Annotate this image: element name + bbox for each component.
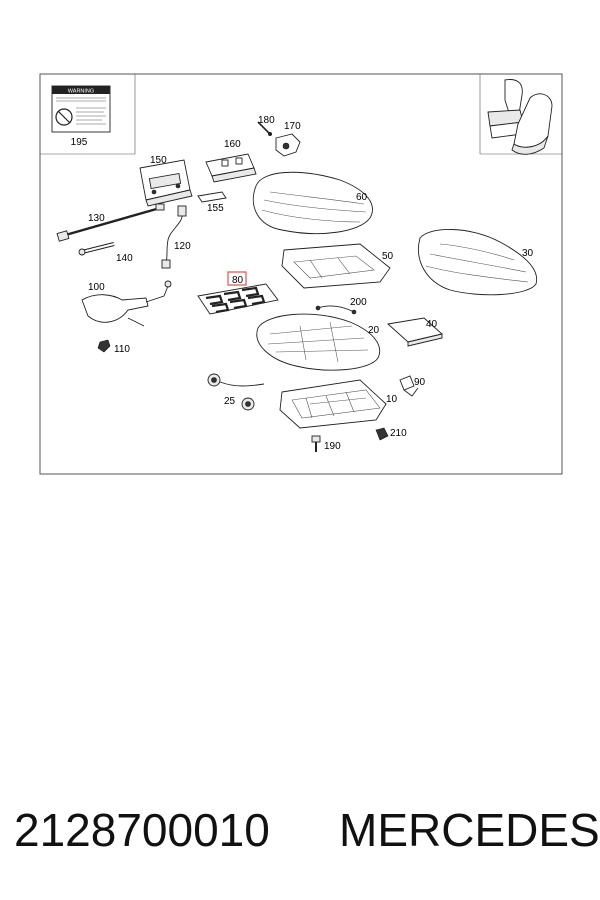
callout-120: 120 — [174, 241, 191, 252]
callout-60: 60 — [356, 192, 368, 203]
callout-100: 100 — [88, 282, 105, 293]
callout-195: 195 — [71, 137, 88, 148]
part-155-block: 155 — [197, 191, 227, 214]
part-160-plate: 160 — [205, 139, 257, 183]
warning-title: WARNING — [68, 89, 94, 95]
part-25-sensor: 25 — [207, 373, 265, 411]
callout-80: 80 — [232, 275, 244, 286]
callout-10: 10 — [386, 394, 398, 405]
part-10-seat-frame: 10 — [279, 379, 398, 429]
part-caption: 2128700010 MERCEDES — [0, 790, 600, 870]
callout-110: 110 — [114, 344, 130, 355]
callout-25: 25 — [224, 396, 236, 407]
part-90-latch: 90 — [399, 375, 426, 397]
callout-80-highlight-box — [227, 271, 247, 286]
part-50-cushion-pad: 50 — [281, 243, 394, 289]
part-40-foam-pad: 40 — [387, 317, 443, 347]
part-210-clip: 210 — [375, 427, 407, 441]
part-120-cable: 120 — [161, 205, 191, 269]
callout-200: 200 — [350, 297, 367, 308]
part-190-bolt: 190 — [311, 435, 341, 452]
part-200-wire: 200 — [315, 297, 367, 315]
callout-90: 90 — [414, 377, 426, 388]
part-20-cushion-frame: 20 — [256, 313, 380, 371]
callout-190: 190 — [324, 441, 341, 452]
part-80-heating-mat: 80 — [197, 271, 279, 315]
part-170-bracket: 170 — [275, 121, 301, 157]
callout-155: 155 — [207, 203, 224, 214]
warning-label-inset: WARNING 195 — [40, 74, 136, 155]
callout-40: 40 — [426, 319, 438, 330]
callout-30: 30 — [522, 248, 534, 259]
callout-160: 160 — [224, 139, 241, 150]
part-110-clip: 110 — [97, 339, 130, 355]
callout-170: 170 — [284, 121, 301, 132]
brand-name: MERCEDES — [339, 804, 600, 856]
part-140-pin: 140 — [78, 242, 133, 264]
callout-20: 20 — [368, 325, 380, 336]
part-180-bolt: 180 — [257, 115, 275, 136]
callout-150: 150 — [150, 155, 167, 166]
callout-180: 180 — [258, 115, 275, 126]
part-130-shaft: 130 — [56, 203, 165, 242]
part-100-handle: 100 — [81, 280, 172, 327]
part-number: 2128700010 — [14, 804, 270, 856]
part-60-cushion-cover: 60 — [252, 171, 373, 235]
callout-130: 130 — [88, 213, 105, 224]
seat-locator-inset — [479, 74, 562, 155]
exploded-parts-diagram: WARNING 195 180 170 160 — [39, 73, 563, 475]
part-150-control-module: 150 — [139, 155, 193, 207]
callout-50: 50 — [382, 251, 394, 262]
part-30-seat-cushion: 30 — [418, 229, 538, 296]
callout-140: 140 — [116, 253, 133, 264]
callout-210: 210 — [390, 428, 407, 439]
